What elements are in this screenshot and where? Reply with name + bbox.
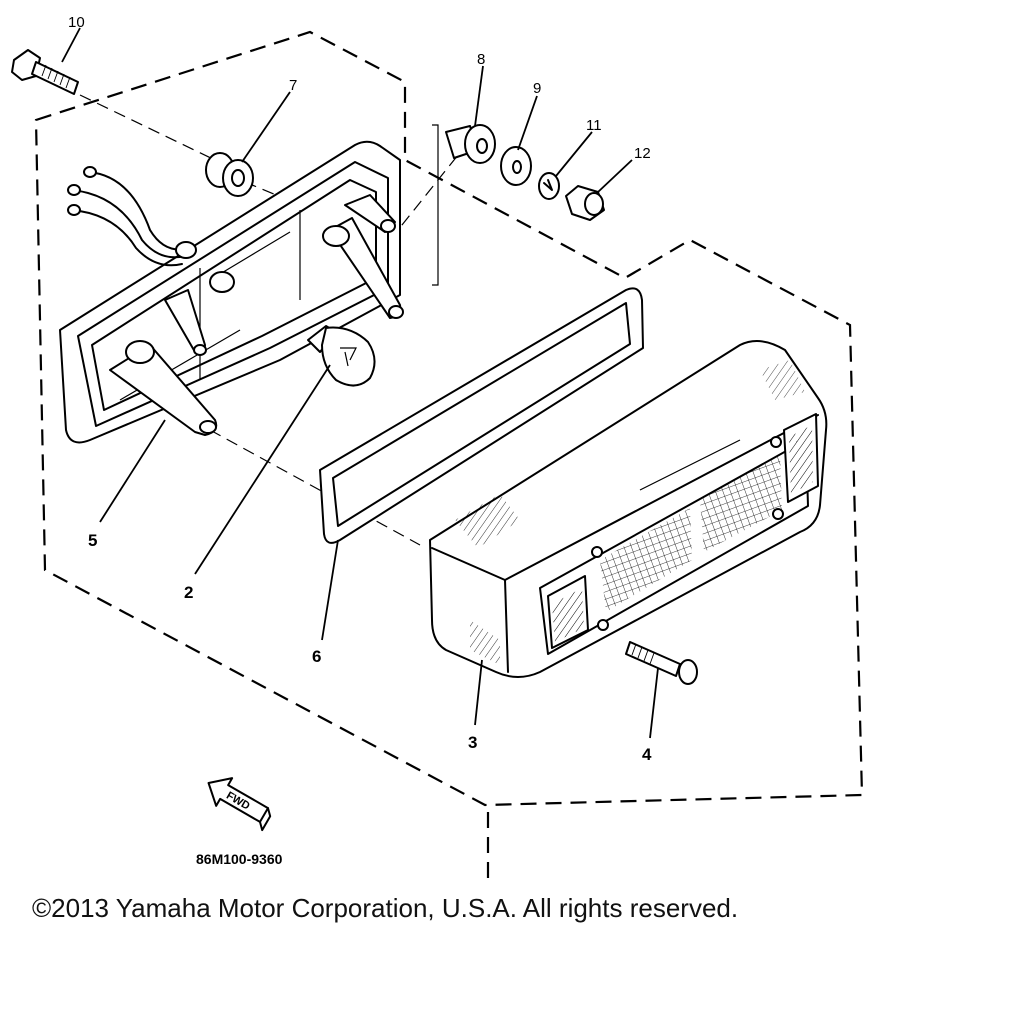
callout-9: 9 (533, 80, 541, 97)
screw-part-10 (11, 49, 79, 95)
drawing-code: 86M100-9360 (196, 851, 283, 867)
callout-8: 8 (477, 51, 485, 68)
callout-12: 12 (634, 145, 651, 162)
forward-arrow: FWD (207, 777, 272, 832)
nut-part-12 (565, 185, 605, 221)
lock-washer-part-11 (538, 172, 560, 200)
copyright-notice: ©2013 Yamaha Motor Corporation, U.S.A. A… (32, 893, 739, 923)
projection-lines (79, 94, 471, 546)
grommet-part-7 (205, 152, 254, 197)
collar-part-8 (445, 124, 496, 164)
callout-6: 6 (312, 647, 321, 666)
gasket-part-6 (319, 287, 644, 544)
leader-lines (61, 27, 659, 739)
lens-part-3 (429, 340, 828, 678)
washer-part-9 (500, 146, 532, 186)
bulb-part-2 (307, 325, 376, 387)
callout-3: 3 (468, 733, 477, 752)
callout-5: 5 (88, 531, 97, 550)
wire-harness (67, 166, 197, 267)
housing-base (59, 140, 404, 444)
assembly-boundary (34, 30, 864, 880)
callout-11: 11 (586, 117, 602, 134)
callout-7: 7 (289, 77, 297, 94)
callout-10: 10 (68, 14, 85, 31)
callout-4: 4 (642, 745, 652, 764)
callout-labels: 10 7 8 9 11 12 5 2 6 3 4 (68, 14, 652, 764)
callout-2: 2 (184, 583, 193, 602)
screw-part-4 (625, 641, 698, 685)
